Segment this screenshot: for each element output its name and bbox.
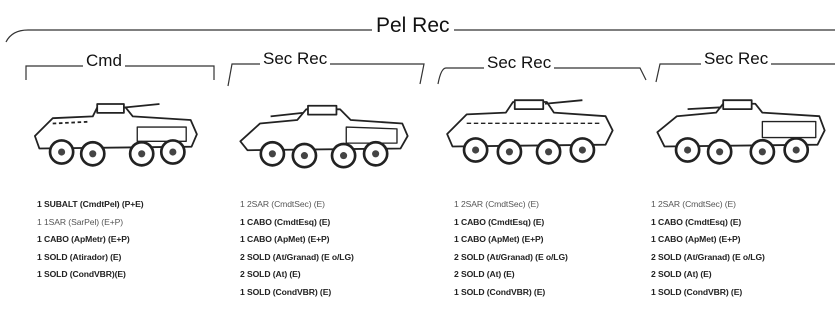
list-item: 1 CABO (CmdtEsq) (E)	[454, 216, 545, 227]
platoon-bracket	[5, 29, 835, 43]
platoon-title: Pel Rec	[372, 14, 454, 38]
list-item: 2 SOLD (At/Granad) (E o/LG)	[454, 251, 568, 262]
armored-vehicle-icon	[446, 99, 614, 165]
personnel-list-sec-rec-3: 1 2SAR (CmdtSec) (E) 1 CABO (CmdtEsq) (E…	[651, 196, 765, 302]
section-label-sec-rec-2: Sec Rec	[484, 53, 555, 73]
list-item: 1 2SAR (CmdtSec) (E)	[240, 199, 325, 209]
list-item: 1 CABO (ApMetr) (E+P)	[37, 234, 130, 245]
armored-vehicle-icon	[239, 104, 409, 169]
personnel-list-cmd: 1 SUBALT (CmdtPel) (P+E) 1 1SAR (SarPel)…	[37, 196, 144, 284]
list-item: 1 SOLD (CondVBR)(E)	[37, 269, 126, 280]
list-item: 2 SOLD (At) (E)	[651, 269, 712, 280]
list-item: 1 SOLD (CondVBR) (E)	[651, 286, 743, 297]
list-item: 1 CABO (CmdtEsq) (E)	[240, 216, 331, 227]
list-item: 1 CABO (CmdtEsq) (E)	[651, 216, 742, 227]
list-item: 1 2SAR (CmdtSec) (E)	[651, 199, 736, 209]
list-item: 1 SUBALT (CmdtPel) (P+E)	[37, 199, 144, 209]
section-label-sec-rec-3: Sec Rec	[701, 49, 772, 69]
section-label-cmd: Cmd	[83, 51, 125, 71]
personnel-list-sec-rec-1: 1 2SAR (CmdtSec) (E) 1 CABO (CmdtEsq) (E…	[240, 196, 354, 302]
list-item: 1 SOLD (CondVBR) (E)	[454, 286, 546, 297]
list-item: 1 CABO (ApMet) (E+P)	[240, 234, 330, 245]
section-bracket-4	[655, 63, 835, 83]
list-item: 1 2SAR (CmdtSec) (E)	[454, 199, 539, 209]
armored-vehicle-icon	[34, 103, 198, 167]
personnel-list-sec-rec-2: 1 2SAR (CmdtSec) (E) 1 CABO (CmdtEsq) (E…	[454, 196, 568, 302]
list-item: 2 SOLD (At/Granad) (E o/LG)	[240, 251, 354, 262]
section-bracket-3	[437, 67, 647, 85]
list-item: 2 SOLD (At/Granad) (E o/LG)	[651, 251, 765, 262]
list-item: 2 SOLD (At) (E)	[240, 269, 301, 280]
section-label-sec-rec-1: Sec Rec	[260, 49, 331, 69]
list-item: 1 SOLD (CondVBR) (E)	[240, 286, 332, 297]
armored-vehicle-icon	[656, 99, 826, 165]
list-item: 1 SOLD (Atirador) (E)	[37, 251, 122, 262]
list-item: 1 1SAR (SarPel) (E+P)	[37, 216, 124, 227]
list-item: 1 CABO (ApMet) (E+P)	[454, 234, 544, 245]
list-item: 1 CABO (ApMet) (E+P)	[651, 234, 741, 245]
list-item: 2 SOLD (At) (E)	[454, 269, 515, 280]
